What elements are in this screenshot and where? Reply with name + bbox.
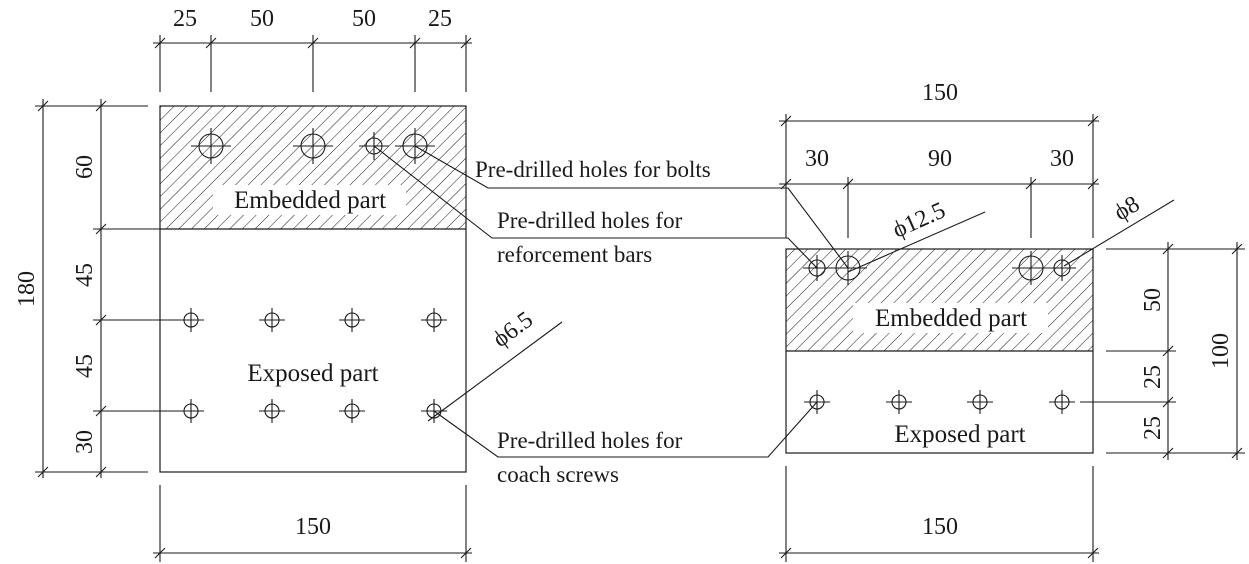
left-screw-diameter-label: ϕ6.5 xyxy=(488,307,538,353)
left-screw-diameter-leader xyxy=(427,321,563,422)
right-bar-hole xyxy=(1048,255,1076,281)
bolts-callout: Pre-drilled holes for bolts xyxy=(475,157,711,182)
left-screw-hole xyxy=(259,308,285,332)
left-top-dimensions: 25 50 50 25 xyxy=(153,6,472,92)
left-embedded-label: Embedded part xyxy=(234,187,386,214)
left-bottom-width: 150 xyxy=(295,514,331,540)
left-top-dim-4: 25 xyxy=(428,6,452,32)
left-side-dim-4: 30 xyxy=(72,430,98,454)
right-plate: Embedded part Exposed part xyxy=(785,191,1175,454)
right-embedded-zone xyxy=(786,249,1093,351)
right-side-dimensions: 50 25 25 100 xyxy=(1080,242,1245,460)
right-screw-holes xyxy=(804,390,1075,414)
left-screw-hole xyxy=(259,399,285,423)
right-screw-hole xyxy=(967,390,993,414)
callouts: Pre-drilled holes for bolts Pre-drilled … xyxy=(373,145,849,487)
right-bottom-width: 150 xyxy=(922,514,958,540)
bars-callout-line2: reforcement bars xyxy=(497,242,652,267)
left-screw-hole xyxy=(339,399,365,423)
left-plate-outline xyxy=(159,105,467,473)
left-top-dim-1: 25 xyxy=(173,6,197,32)
screws-callout-line1: Pre-drilled holes for xyxy=(497,428,683,453)
left-bottom-dimension: 150 xyxy=(153,485,472,562)
left-side-dim-2: 45 xyxy=(72,263,98,287)
left-side-dim-1: 60 xyxy=(72,155,98,179)
right-embedded-label-bg xyxy=(853,303,1048,333)
left-side-dimensions: 180 60 45 45 30 xyxy=(14,99,178,478)
right-side-dim-1: 50 xyxy=(1140,288,1166,312)
left-screw-hole xyxy=(421,308,447,332)
bolts-callout-leader xyxy=(414,145,849,269)
left-side-dim-3: 45 xyxy=(72,354,98,378)
screws-callout-line2: coach screws xyxy=(497,462,619,487)
right-top-dim-2: 90 xyxy=(928,146,952,172)
left-top-dim-2: 50 xyxy=(250,6,274,32)
bars-callout-line1: Pre-drilled holes for xyxy=(497,208,683,233)
right-embedded-label: Embedded part xyxy=(875,305,1027,332)
left-screw-holes xyxy=(178,308,447,423)
bars-callout-leader xyxy=(373,145,818,269)
left-screw-hole xyxy=(339,308,365,332)
left-top-dim-3: 50 xyxy=(352,6,376,32)
right-bottom-dimension: 150 xyxy=(779,466,1099,562)
right-side-dim-2: 25 xyxy=(1140,365,1166,389)
right-top-dim-1: 30 xyxy=(805,146,829,172)
left-plate: Embedded part Exposed part xyxy=(159,105,563,473)
right-screw-hole xyxy=(1049,390,1075,414)
left-embedded-label-bg xyxy=(213,185,406,215)
right-exposed-label: Exposed part xyxy=(894,421,1025,448)
right-bolt-hole xyxy=(1012,251,1050,285)
right-bar-diameter-leader xyxy=(1063,199,1175,267)
left-exposed-label: Exposed part xyxy=(247,360,378,387)
screws-callout-leader xyxy=(433,401,818,458)
right-screw-hole xyxy=(886,390,912,414)
right-top-total: 150 xyxy=(922,80,958,106)
right-bolt-diameter-leader xyxy=(847,211,986,273)
left-bolt-hole xyxy=(293,128,333,164)
left-bolt-hole xyxy=(191,128,231,164)
left-total-height: 180 xyxy=(14,271,40,307)
left-screw-hole xyxy=(178,399,204,423)
right-bolt-diameter-label: ϕ12.5 xyxy=(889,198,949,244)
right-side-dim-3: 25 xyxy=(1140,416,1166,440)
left-screw-hole xyxy=(178,308,204,332)
right-top-dim-3: 30 xyxy=(1050,146,1074,172)
right-top-dimensions: 150 30 90 30 xyxy=(779,80,1099,238)
right-total-height: 100 xyxy=(1208,333,1234,369)
